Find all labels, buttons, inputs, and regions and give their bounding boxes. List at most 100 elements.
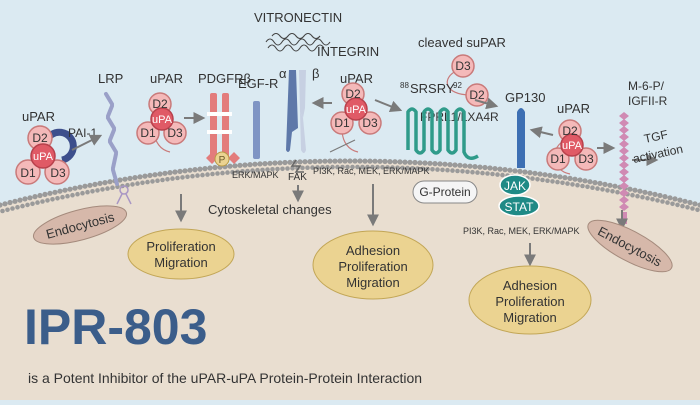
domain-d3 (44, 159, 70, 185)
membrane-bead (150, 179, 155, 184)
membrane-bead (467, 163, 473, 169)
membrane-bead (650, 197, 655, 202)
membrane-bead (327, 158, 333, 164)
d3-label: D3 (50, 166, 66, 180)
m6p-segment (619, 133, 629, 141)
membrane-bead (162, 170, 168, 176)
membrane-bead (145, 179, 150, 185)
membrane-bead (230, 169, 235, 175)
membrane-bead (492, 166, 498, 172)
membrane-bead (165, 177, 170, 182)
membrane-bead (200, 172, 205, 178)
membrane-bead (697, 202, 700, 208)
membrane-bead (577, 177, 583, 183)
m6p-segment (619, 175, 629, 183)
membrane-bead (485, 171, 490, 176)
membrane-bead (0, 208, 5, 214)
membrane-bead (395, 165, 400, 170)
fak-zigzag (290, 159, 304, 173)
membrane-bead (422, 160, 428, 166)
membrane-bead (90, 189, 95, 194)
membrane-bead (92, 181, 98, 187)
cleaved-supar-label: cleaved suPAR (418, 35, 506, 50)
membrane-bead (312, 158, 318, 164)
membrane-bead (55, 196, 60, 201)
membrane-bead (172, 169, 178, 175)
g-protein-badge (412, 180, 478, 204)
membrane-bead (582, 178, 588, 184)
membrane-bead (482, 164, 488, 171)
membrane-bead (290, 166, 295, 171)
igfii-label: IGFII-R (628, 94, 668, 108)
membrane-bead (360, 164, 365, 170)
membrane-bead (15, 205, 20, 210)
membrane-bead (532, 170, 538, 176)
alpha-label: α (279, 66, 287, 81)
membrane-bead (267, 160, 273, 166)
pai1-arrow (71, 134, 103, 151)
svg-text:D3: D3 (455, 59, 471, 73)
membrane-bead (507, 167, 513, 173)
membrane-bead (540, 177, 545, 183)
membrane-bead (362, 158, 368, 164)
membrane-bead (75, 191, 80, 197)
membrane-bead (665, 200, 670, 205)
membrane-bead (425, 166, 430, 172)
svg-text:D2: D2 (345, 87, 361, 101)
membrane-bead (40, 199, 45, 204)
membrane-bead (20, 203, 25, 209)
svg-text:Proliferation: Proliferation (338, 259, 407, 274)
membrane-bead (335, 164, 340, 170)
membrane-bead (632, 187, 638, 193)
membrane-bead (95, 188, 100, 193)
membrane-bead (57, 188, 63, 194)
membrane-bead (612, 183, 618, 189)
membrane-bead (187, 167, 193, 173)
membrane-bead (457, 162, 463, 168)
svg-text:D2: D2 (469, 88, 485, 102)
membrane-bead (275, 166, 280, 172)
m6p-segment (619, 189, 629, 197)
membrane-bead (490, 171, 495, 177)
svg-text:Migration: Migration (346, 275, 399, 290)
svg-text:D2: D2 (562, 124, 578, 138)
membrane-bead (102, 180, 108, 186)
membrane-bead (670, 201, 675, 207)
membrane-bead (662, 194, 668, 200)
pdgfr-anchor (206, 152, 240, 164)
membrane-bead (7, 199, 13, 206)
integrin-receptor (286, 70, 306, 153)
membrane-bead (607, 182, 613, 188)
upar-label-right: uPAR (557, 101, 590, 116)
membrane-bead (320, 165, 325, 170)
membrane-bead (472, 164, 478, 170)
membrane-bead (570, 182, 575, 187)
beta-label: β (312, 66, 319, 81)
membrane-bead (352, 158, 358, 164)
membrane-bead (447, 162, 453, 168)
membrane-bead (147, 172, 153, 178)
membrane-bead (245, 168, 250, 174)
membrane-bead (100, 187, 105, 192)
membrane-bead (587, 179, 593, 185)
membrane-bead (45, 198, 50, 203)
m6p-segment (619, 196, 629, 204)
membrane-bead (315, 165, 320, 170)
membrane-bead (252, 161, 258, 167)
m6p-segment (619, 119, 629, 127)
upar-complex-center: D2 D1 D3 uPA (330, 82, 382, 153)
membrane-bead (2, 201, 8, 207)
svg-text:Proliferation: Proliferation (146, 239, 215, 254)
membrane-bead (567, 175, 573, 181)
erk-mapk-label-left: ERK/MAPK (232, 170, 279, 180)
membrane-bead (535, 177, 540, 182)
cleaved-supar: D3 D2 (446, 54, 489, 107)
gp130-receptor (517, 108, 525, 168)
pi3k-label-center: PI3K, Rac, MEK, ERK/MAPK (313, 166, 430, 176)
membrane-bead (212, 164, 218, 171)
compound-title: IPR-803 (24, 299, 207, 355)
membrane-bead (640, 194, 645, 200)
membrane-bead (477, 164, 483, 170)
svg-text:D3: D3 (167, 126, 183, 140)
